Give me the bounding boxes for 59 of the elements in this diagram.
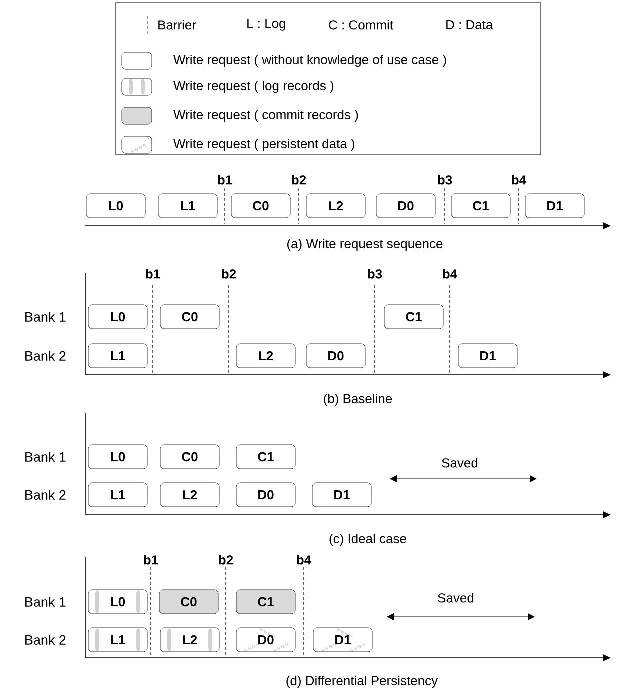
request-box: D1 [313, 628, 373, 652]
request-box: C0 [160, 304, 220, 330]
request-box: L2 [306, 194, 366, 218]
request-box: L1 [158, 194, 218, 218]
request-box: D0 [236, 628, 296, 652]
legend-text: Write request ( commit records ) [174, 110, 358, 122]
request-box: D1 [458, 344, 518, 368]
legend-text: Write request ( without knowledge of use case ) [174, 54, 446, 68]
request-box: C1 [384, 304, 444, 330]
bank-label: Bank 2 [26, 635, 66, 645]
barrier-label: b2 [222, 269, 236, 279]
panel-caption: (c) Ideal case [330, 534, 406, 546]
request-box: D1 [312, 482, 372, 508]
request-box: D1 [525, 194, 585, 218]
barrier-label: b1 [218, 175, 232, 185]
request-box: D0 [376, 194, 436, 218]
request-box: L2 [160, 482, 220, 508]
panel-caption: (a) Write request sequence [288, 238, 443, 252]
key-text: D : Data [446, 20, 494, 30]
request-box: C0 [231, 194, 291, 218]
bank-label: Bank 1 [26, 452, 66, 462]
legend-text: Write request ( log records ) [174, 80, 334, 94]
bank-label: Bank 2 [26, 490, 66, 500]
request-box: L1 [88, 482, 148, 508]
barrier-label: b4 [297, 555, 312, 565]
bank-label: Bank 1 [26, 312, 66, 322]
bank-label: Bank 2 [26, 351, 66, 361]
request-box: C1 [451, 194, 511, 218]
key-text: L : Log [248, 19, 286, 31]
legend-text: Write request ( persistent data ) [174, 138, 355, 152]
request-box: L2 [236, 344, 296, 368]
request-box: L2 [160, 628, 220, 652]
request-box: C0 [159, 590, 219, 614]
request-box: L1 [88, 628, 148, 652]
barrier-label: b4 [443, 269, 458, 279]
saved-label: Saved [438, 593, 474, 603]
request-box: C1 [236, 444, 296, 470]
barrier-label: b4 [512, 175, 527, 185]
request-box: L0 [86, 194, 146, 218]
request-box: L1 [88, 344, 148, 368]
bank-label: Bank 1 [26, 597, 66, 607]
request-box: L0 [88, 304, 148, 330]
key-text: C : Commit [329, 20, 394, 30]
request-box: L0 [88, 444, 148, 470]
barrier-label: b1 [144, 555, 158, 565]
barrier-label: b1 [146, 269, 160, 279]
saved-label: Saved [442, 458, 478, 468]
barrier-label: b3 [368, 269, 382, 279]
barrier-label: b3 [438, 175, 452, 185]
request-box: C0 [160, 444, 220, 470]
panel-caption: (b) Baseline [324, 394, 392, 406]
request-box: D0 [236, 482, 296, 508]
request-box: C1 [236, 590, 296, 614]
barrier-label: b2 [219, 555, 234, 565]
barrier-label: b2 [292, 175, 306, 185]
request-box: L0 [88, 590, 148, 614]
request-box: D0 [306, 344, 366, 368]
panel-caption: (d) Differential Persistency [286, 676, 438, 688]
legend-text: Barrier [158, 20, 196, 30]
